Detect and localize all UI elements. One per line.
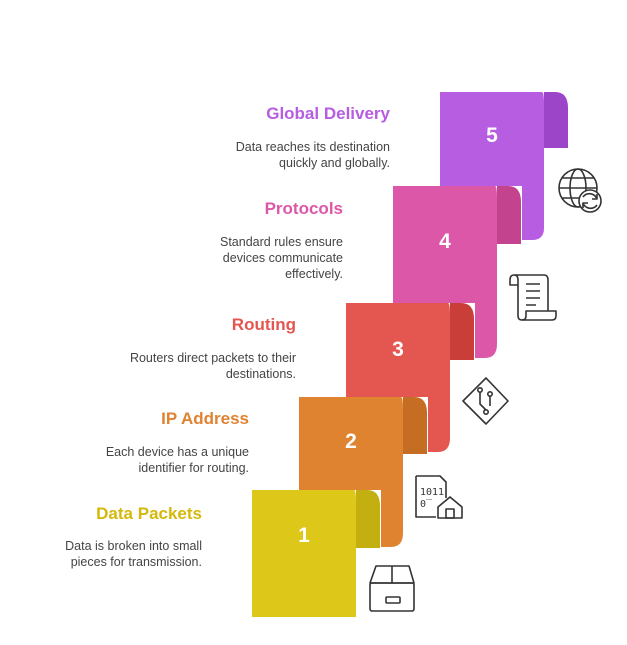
globe-refresh-icon — [558, 168, 602, 213]
step-4-banner — [393, 186, 521, 358]
svg-text:0‾: 0‾ — [420, 499, 433, 510]
step-5-title: Global Delivery — [266, 104, 390, 123]
svg-text:1011: 1011 — [420, 487, 444, 498]
step-2-description: Each device has a unique identifier for … — [105, 445, 249, 475]
step-2-title: IP Address — [161, 409, 249, 428]
step-3-banner — [346, 303, 474, 452]
step-5-description: Data reaches its destination quickly and… — [235, 140, 390, 170]
scroll-icon — [509, 274, 557, 321]
step-3-title: Routing — [231, 315, 296, 334]
step-1-banner — [252, 490, 380, 617]
step-5-banner — [440, 92, 568, 240]
step-3-number: 3 — [392, 338, 404, 361]
binary-home-icon: 1011 0‾ — [415, 475, 463, 519]
step-4-description: Standard rules ensure devices communicat… — [220, 235, 343, 281]
step-5-number: 5 — [486, 124, 498, 147]
step-4-title: Protocols — [264, 199, 343, 218]
step-1-number: 1 — [298, 524, 310, 547]
step-2-banner — [299, 397, 427, 547]
circuit-diamond-icon — [462, 377, 509, 425]
step-1-title: Data Packets — [96, 504, 202, 523]
step-2-number: 2 — [345, 430, 357, 453]
step-4-number: 4 — [439, 230, 451, 253]
box-icon — [369, 565, 415, 612]
step-1-description: Data is broken into small pieces for tra… — [65, 539, 202, 569]
step-3-description: Routers direct packets to their destinat… — [129, 351, 296, 381]
